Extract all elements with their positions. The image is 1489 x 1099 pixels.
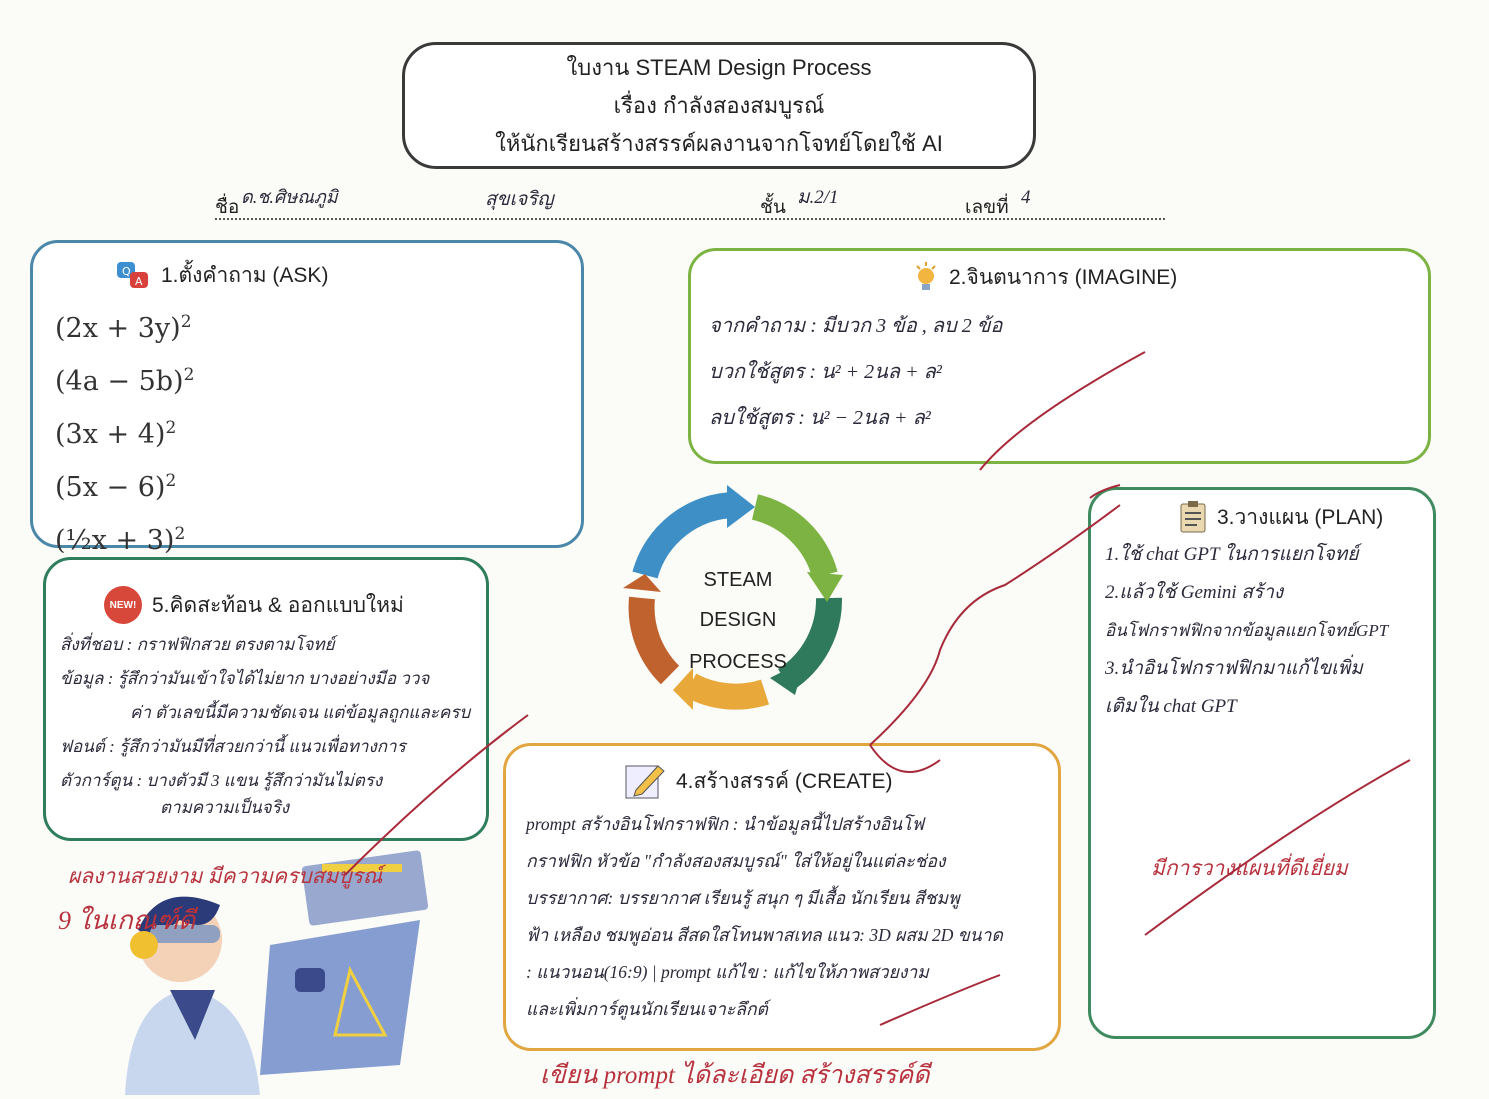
- problem-3: (3x + 4)2: [55, 418, 177, 450]
- reflect-teacher-note-2: 9 ในเกณฑ์ดี: [58, 906, 196, 935]
- cycle-label-1: STEAM: [704, 569, 773, 591]
- imagine-heading: 2.จินตนาการ (IMAGINE): [949, 266, 1178, 289]
- create-line: prompt สร้างอินโฟกราฟฟิก : นำข้อมูลนี้ไป…: [526, 814, 924, 834]
- create-line: : แนวนอน(16:9) | prompt แก้ไข : แก้ไขให้…: [526, 962, 929, 982]
- new-badge-icon: NEW!: [104, 586, 142, 624]
- plan-line: 2.แล้วใช้ Gemini สร้าง: [1105, 582, 1284, 603]
- clipboard-icon: [1180, 501, 1206, 533]
- class-field[interactable]: ม.2/1: [797, 187, 839, 208]
- number-label: เลขที่: [965, 197, 1009, 218]
- problem-1: (2x + 3y)2: [55, 312, 192, 344]
- cycle-arrow-green: [751, 494, 838, 579]
- name-label: ชื่อ: [215, 197, 240, 218]
- reflect-line: ตามความเป็นจริง: [160, 798, 290, 817]
- first-name-field[interactable]: ด.ช.ศิษณภูมิ: [241, 187, 338, 207]
- cycle-label-3: PROCESS: [689, 651, 787, 673]
- plan-heading: 3.วางแผน (PLAN): [1217, 505, 1384, 529]
- ask-heading: 1.ตั้งคำถาม (ASK): [161, 264, 329, 287]
- reflect-line: ข้อมูล : รู้สึกว่ามันเข้าใจได้ไม่ยาก บาง…: [60, 669, 430, 688]
- worksheet-topic: เรื่อง กำลังสองสมบูรณ์: [613, 93, 825, 118]
- last-name-field[interactable]: สุขเจริญ: [485, 189, 554, 210]
- imagine-line: บวกใช้สูตร : น² + 2นล + ล²: [709, 361, 942, 383]
- create-teacher-note: เขียน prompt ได้ละเอียด สร้างสรรค์ดี: [540, 1062, 930, 1089]
- reflect-line: ฟอนต์ : รู้สึกว่ามันมีที่สวยกว่านี้ แนวเ…: [60, 737, 406, 756]
- create-line: กราฟฟิก หัวข้อ "กำลังสองสมบูรณ์" ใส่ให้อ…: [526, 851, 946, 871]
- create-line: และเพิ่มการ์ตูนนักเรียนเจาะลึกต์: [526, 999, 768, 1019]
- worksheet-title: ใบงาน STEAM Design Process: [566, 55, 872, 80]
- plan-box: 3.วางแผน (PLAN) 1.ใช้ chat GPT ในการแยกโ…: [1088, 487, 1436, 1039]
- create-box: 4.สร้างสรรค์ (CREATE) prompt สร้างอินโฟก…: [503, 743, 1061, 1051]
- cycle-label-2: DESIGN: [700, 609, 777, 631]
- cycle-arrow-yellow: [683, 673, 770, 710]
- plan-line: 3.นำอินโฟกราฟฟิกมาแก้ไขเพิ่ม: [1105, 658, 1363, 679]
- create-heading: 4.สร้างสรรค์ (CREATE): [676, 769, 893, 793]
- imagine-line: จากคำถาม : มีบวก 3 ข้อ , ลบ 2 ข้อ: [709, 315, 1003, 337]
- plan-line: อินโฟกราฟฟิกจากข้อมูลแยกโจทย์GPT: [1105, 621, 1389, 640]
- reflect-line: สิ่งที่ชอบ : กราฟฟิกสวย ตรงตามโจทย์: [60, 635, 335, 654]
- reflect-heading: 5.คิดสะท้อน & ออกแบบใหม่: [152, 593, 404, 617]
- reflect-line: ค่า ตัวเลขนี้มีความชัดเจน แต่ข้อมูลถูกแล…: [130, 703, 471, 722]
- plan-teacher-note: มีการวางแผนที่ดีเยี่ยม: [1151, 856, 1348, 880]
- imagine-line: ลบใช้สูตร : น² − 2นล + ล²: [709, 407, 931, 429]
- reflect-teacher-note-1: ผลงานสวยงาม มีความครบสมบูรณ์: [68, 864, 383, 888]
- number-field[interactable]: 4: [1021, 187, 1031, 208]
- problem-5: (½x + 3)2: [55, 524, 186, 556]
- problem-4: (5x − 6)2: [55, 471, 177, 503]
- imagine-box: 2.จินตนาการ (IMAGINE) จากคำถาม : มีบวก 3…: [688, 248, 1431, 464]
- create-line: บรรยากาศ: บรรยากาศ เรียนรู้ สนุก ๆ มีเสื…: [526, 888, 960, 908]
- worksheet-instruction: ให้นักเรียนสร้างสรรค์ผลงานจากโจทย์โดยใช้…: [495, 131, 943, 156]
- question-answer-icon: QA: [117, 261, 148, 288]
- class-label: ชั้น: [760, 197, 786, 218]
- plan-line: เติมใน chat GPT: [1105, 696, 1237, 717]
- lightbulb-icon: [916, 261, 936, 290]
- reflect-line: ตัวการ์ตูน : บางตัวมี 3 แขน รู้สึกว่ามัน…: [60, 771, 383, 790]
- cycle-arrow-brown: [628, 596, 680, 685]
- pencil-edit-icon: [625, 765, 665, 799]
- design-process-cycle: STEAM DESIGN PROCESS: [623, 485, 843, 710]
- title-box: ใบงาน STEAM Design Process เรื่อง กำลังส…: [402, 42, 1036, 169]
- student-info: ชื่อ ด.ช.ศิษณภูมิ สุขเจริญ ชั้น ม.2/1 เล…: [215, 187, 1165, 220]
- problem-2: (4a − 5b)2: [55, 365, 195, 397]
- reflect-box: NEW! 5.คิดสะท้อน & ออกแบบใหม่ สิ่งที่ชอบ…: [43, 557, 489, 841]
- cycle-arrow-blue: [632, 492, 736, 579]
- svg-text:A: A: [135, 275, 143, 288]
- create-line: ฟ้า เหลือง ชมพูอ่อน สีสดใสโทนพาสเทล แนว:…: [526, 925, 1003, 945]
- svg-text:Q: Q: [122, 265, 131, 278]
- plan-line: 1.ใช้ chat GPT ในการแยกโจทย์: [1105, 544, 1359, 565]
